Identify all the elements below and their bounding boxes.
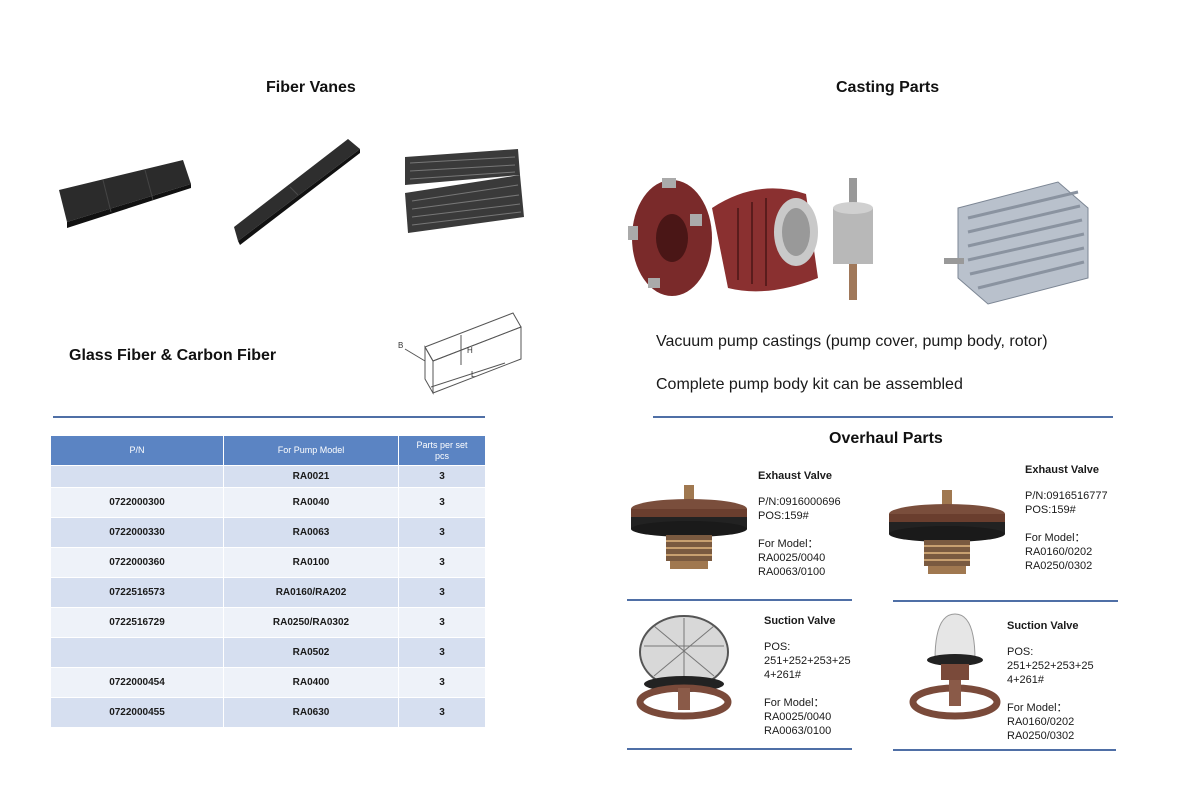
valve-title: Suction Valve [1007,620,1079,632]
fiber-vane-image-1 [59,160,191,228]
casting-parts-title: Casting Parts [836,79,940,96]
left-divider [53,416,485,418]
fiber-vanes-title: Fiber Vanes [266,79,356,96]
fiber-vane-image-3 [405,149,524,233]
casting-line-2: Complete pump body kit can be assembled [656,376,963,393]
header-pump-model: For Pump Model [223,435,399,466]
glass-carbon-fiber-label: Glass Fiber & Carbon Fiber [69,347,277,364]
suction-valve-image-1 [636,615,732,720]
valve-divider-left [627,599,852,601]
exhaust-valve-image-2 [889,490,1005,574]
casting-line-1: Vacuum pump castings (pump cover, pump b… [656,333,1048,350]
dim-b-label: B [398,341,403,350]
valve-divider-bottom-right [893,749,1116,751]
dim-h-label: H [467,346,473,355]
right-divider [653,416,1113,418]
casting-parts-image [628,178,1089,305]
suction-valve-2-info: Suction Valve POS: 251+252+253+25 4+261#… [1007,620,1127,743]
suction-valve-image-2 [909,613,1001,720]
exhaust-valve-image-1 [631,485,747,569]
fiber-vane-image-2 [234,139,360,245]
exhaust-valve-1-info: Exhaust Valve P/N:0916000696 POS:159# Fo… [758,470,878,579]
valve-divider-right [893,600,1118,602]
overhaul-parts-title: Overhaul Parts [829,430,943,447]
exhaust-valve-2-info: Exhaust Valve P/N:0916516777 POS:159# Fo… [1025,464,1145,573]
valve-title: Exhaust Valve [758,470,832,482]
valve-divider-bottom-left [627,748,852,750]
dim-l-label: L [471,370,476,379]
valve-title: Exhaust Valve [1025,464,1099,476]
valve-title: Suction Valve [764,615,836,627]
suction-valve-1-info: Suction Valve POS: 251+252+253+25 4+261#… [764,615,884,738]
header-pn: P/N [50,435,224,466]
vane-dimension-diagram: B H L [398,312,522,395]
